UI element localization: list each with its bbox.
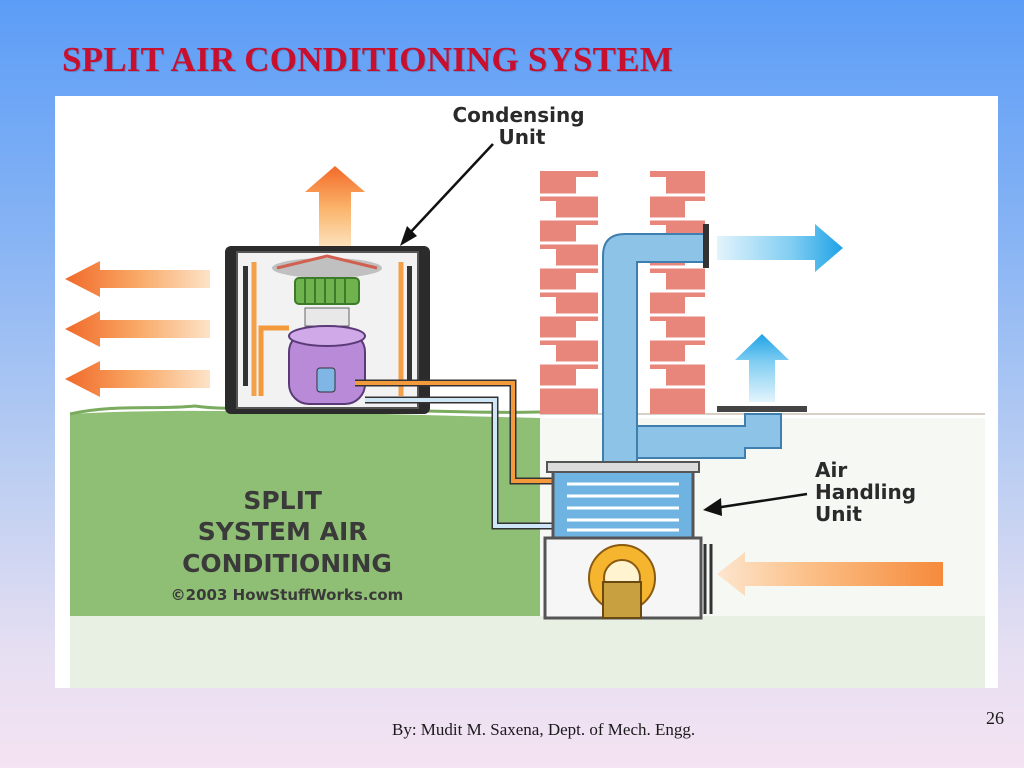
footer-author: By: Mudit M. Saxena, Dept. of Mech. Engg… [392,720,696,739]
lower-band [70,616,985,688]
warm-air-arrows-left [65,261,210,397]
compressor [288,325,366,405]
supply-duct [602,224,807,467]
air-handling-pointer [703,492,808,516]
blower-fan [588,544,656,619]
cool-air-up-arrow [735,334,789,402]
page-number: 26 [986,708,1004,728]
air-handling-unit [543,461,713,620]
slide-title: SPLIT AIR CONDITIONING SYSTEM [62,40,674,79]
condensing-unit [225,246,430,414]
warm-air-up-arrow [305,166,365,250]
warm-air-arrow-1 [65,261,210,297]
condensing-unit-label: Condensing Unit [452,103,591,149]
warm-air-arrow-3 [65,361,210,397]
air-handling-unit-label: Air Handling Unit [815,458,923,526]
ground [70,410,540,656]
brick-wall-left [540,171,598,414]
condenser-fan [272,254,382,327]
brick-wall-right [650,171,705,414]
split-ac-diagram: Condensing Unit Air Handling Unit SPLIT … [55,96,998,688]
return-air-arrow [717,552,943,596]
diagram-caption: SPLIT SYSTEM AIR CONDITIONING [182,486,392,578]
cool-air-arrow-right [717,224,843,272]
warm-air-arrow-2 [65,311,210,347]
copyright-text: ©2003 HowStuffWorks.com [171,586,404,604]
condensing-unit-pointer [400,143,494,246]
refrigerant-lines [355,379,565,530]
